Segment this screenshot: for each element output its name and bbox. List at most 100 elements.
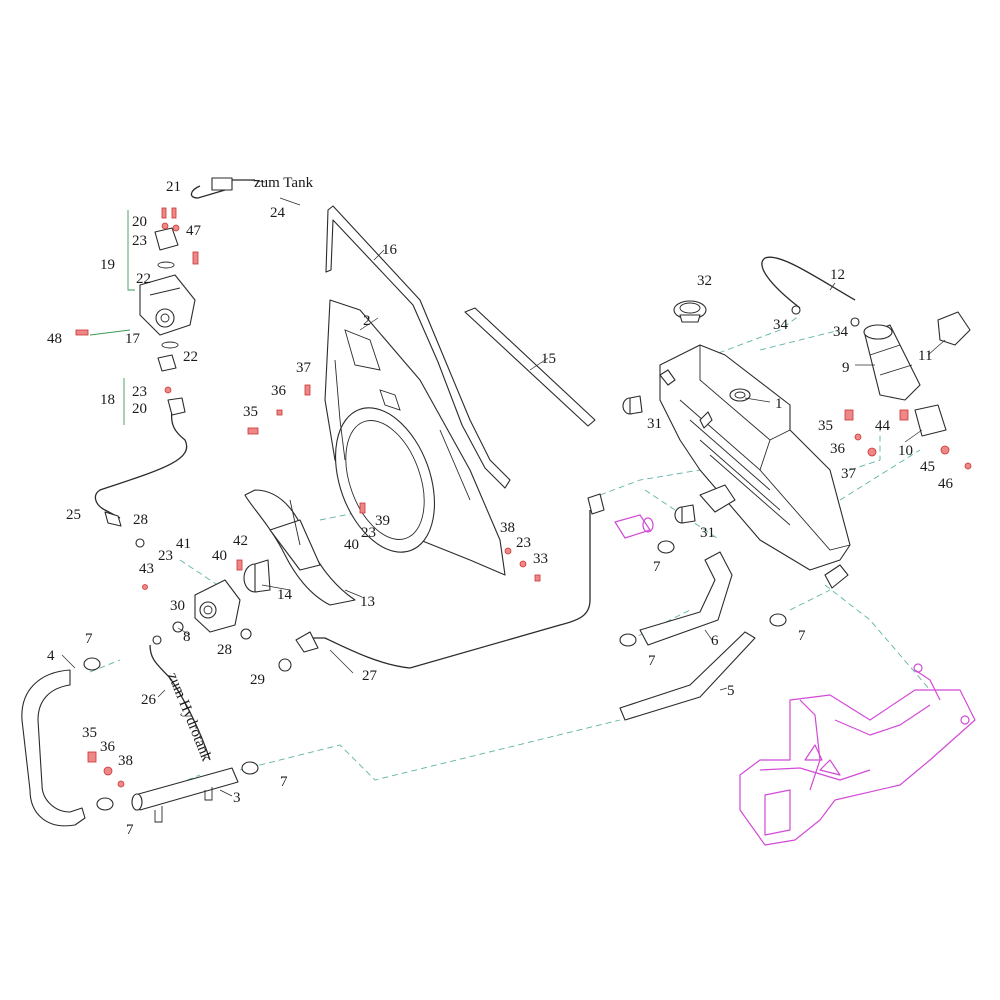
callout-23: 23 [132,233,147,249]
seal-rings-22 [157,261,179,349]
seal-strip [464,307,596,427]
callout-22: 22 [136,271,151,287]
hose-6 [639,551,733,646]
callout-12: 12 [830,267,845,283]
callout-37: 37 [296,360,312,376]
callout-31: 31 [647,416,662,432]
callout-35: 35 [243,404,258,420]
fasteners [75,207,972,788]
callout-26: 26 [141,692,157,708]
callout-19: 19 [100,257,115,273]
callout-23: 23 [158,548,173,564]
callout-30: 30 [170,598,185,614]
callout-18: 18 [100,392,115,408]
hydraulic-line-25 [94,397,188,527]
callout-25: 25 [66,507,81,523]
callout-36: 36 [271,383,287,399]
hydraulic-pump-17 [139,274,196,336]
expansion-tank [863,324,921,401]
fan-blade [244,489,356,606]
callout-34: 34 [773,317,789,333]
callout-40: 40 [344,537,359,553]
callout-23: 23 [361,525,376,541]
callout-46: 46 [938,476,954,492]
callout-17: 17 [125,331,141,347]
callout-20: 20 [132,214,147,230]
tank-cover [937,311,971,346]
callout-14: 14 [277,587,293,603]
callout-6: 6 [711,633,719,649]
callout-7: 7 [653,559,661,575]
hose-4 [21,669,86,827]
callout-5: 5 [727,683,735,699]
callout-28: 28 [133,512,148,528]
hydraulic-pump-30 [194,579,241,633]
callout-36: 36 [100,739,116,755]
to-tank-label: zum Tank [254,175,314,191]
callout-24: 24 [270,205,286,221]
callout-23: 23 [516,535,531,551]
bracket-lines [89,210,135,425]
callout-labels: 1 2 3 4 5 6 7 7 7 7 7 7 8 9 10 11 12 13 … [47,179,954,838]
callout-8: 8 [183,629,191,645]
callout-48: 48 [47,331,62,347]
chassis-frame [739,663,976,846]
callout-28: 28 [217,642,232,658]
hydraulic-line-26 [149,635,211,761]
callout-20: 20 [132,401,147,417]
tank-bracket [914,404,947,437]
shroud-seal [325,205,511,489]
callout-15: 15 [541,351,556,367]
callout-7: 7 [280,774,288,790]
callout-13: 13 [360,594,375,610]
hydraulic-line-27 [295,493,605,669]
callout-7: 7 [648,653,656,669]
callout-21: 21 [166,179,181,195]
fan-shroud [324,299,506,576]
callout-4: 4 [47,648,55,664]
fitting-31-upper [622,395,643,415]
coolant-pipe [131,767,239,823]
callout-2: 2 [363,313,371,329]
t-connector-magenta [614,514,654,539]
callout-9: 9 [842,360,850,376]
fan-spacer [243,559,271,593]
callout-42: 42 [233,533,248,549]
hydraulic-line-24 [190,177,255,199]
callout-38: 38 [118,753,133,769]
callout-23: 23 [132,384,147,400]
hose-clamps-7 [83,540,787,811]
callout-39: 39 [375,513,390,529]
callout-41: 41 [176,536,191,552]
to-hydro-tank-label: zum Hydrotank [164,671,214,764]
fitting-31-lower [674,504,696,524]
callout-1: 1 [775,396,783,412]
radiator [659,344,851,589]
callout-34: 34 [833,324,849,340]
callout-27: 27 [362,668,378,684]
callout-35: 35 [818,418,833,434]
leader-lines [61,179,946,797]
radiator-cap [673,300,707,323]
valve-block-23-upper [154,227,179,251]
callout-38: 38 [500,520,515,536]
callout-33: 33 [533,551,548,567]
callout-40: 40 [212,548,227,564]
callout-37: 37 [841,466,857,482]
callout-29: 29 [250,672,265,688]
callout-36: 36 [830,441,846,457]
callout-31: 31 [700,525,715,541]
callout-47: 47 [186,223,202,239]
callout-32: 32 [697,273,712,289]
callout-35: 35 [82,725,97,741]
callout-45: 45 [920,459,935,475]
callout-22: 22 [183,349,198,365]
callout-43: 43 [139,561,154,577]
overflow-hose [761,256,856,309]
elbow-fitting [699,484,736,513]
callout-11: 11 [918,348,932,364]
valve-block-23-lower [157,354,177,372]
callout-7: 7 [798,628,806,644]
callout-7: 7 [85,631,93,647]
